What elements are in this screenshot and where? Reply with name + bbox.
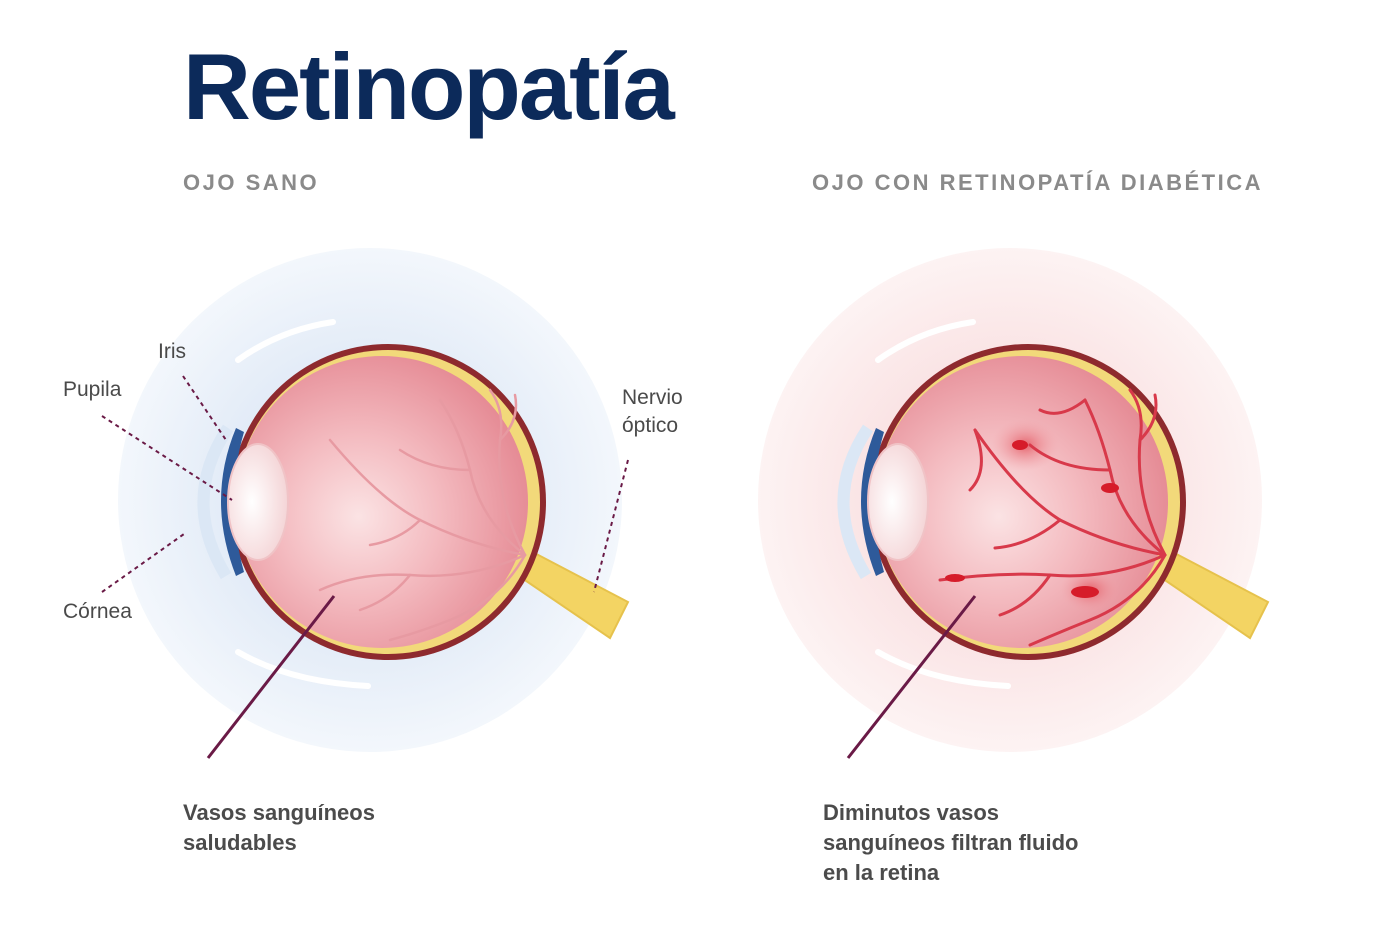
hemorrhage [1101, 483, 1119, 493]
diabetic-eyelid-lower [875, 649, 1011, 689]
cornea-label: Córnea [63, 600, 132, 623]
iris-label: Iris [158, 340, 186, 363]
diabetic-eyelid-upper [875, 319, 976, 363]
diabetic-eye [758, 248, 1270, 759]
vessels-leader [206, 595, 336, 759]
healthy-lens [227, 443, 289, 561]
diabetic-vessels [938, 388, 1167, 647]
diabetic-caption: Diminutos vasos sanguíneos filtran fluid… [823, 798, 1078, 888]
hemorrhage [1012, 440, 1028, 450]
diabetic-caption-line3: en la retina [823, 860, 940, 885]
diabetic-eye-heading: OJO CON RETINOPATÍA DIABÉTICA [812, 170, 1263, 195]
nervio-label-line2: óptico [622, 414, 679, 437]
healthy-vessels [318, 388, 527, 642]
healthy-eyelid-upper [235, 319, 336, 363]
pupila-leader [101, 415, 233, 501]
diabetic-caption-line1: Diminutos vasos [823, 800, 1000, 825]
healthy-leader-lines [101, 375, 629, 759]
diabetic-caption-line2: sanguíneos filtran fluido [823, 830, 1079, 855]
healthy-caption: Vasos sanguíneos saludables [183, 798, 375, 858]
nervio-label-line1: Nervio [622, 386, 683, 409]
healthy-eye-heading: OJO SANO [183, 170, 320, 195]
healthy-caption-line2: saludables [183, 830, 297, 855]
hemorrhage [945, 574, 965, 582]
healthy-caption-line1: Vasos sanguíneos [183, 800, 375, 825]
diabetic-cornea [837, 424, 874, 580]
iris-leader [182, 375, 227, 441]
diabetic-lens [867, 443, 929, 561]
nervio-leader [593, 459, 629, 593]
diabetic-hemorrhages [945, 440, 1119, 598]
cornea-leader [101, 533, 185, 593]
healthy-cornea [197, 424, 234, 580]
pupila-label: Pupila [63, 378, 122, 401]
nervio-optico-label: Nervio óptico [622, 384, 683, 440]
page-title: Retinopatía [183, 34, 675, 139]
hemorrhage [1071, 586, 1099, 598]
healthy-eyelid-lower [235, 649, 371, 689]
fluid-leader [846, 595, 977, 759]
healthy-eye [101, 248, 630, 759]
